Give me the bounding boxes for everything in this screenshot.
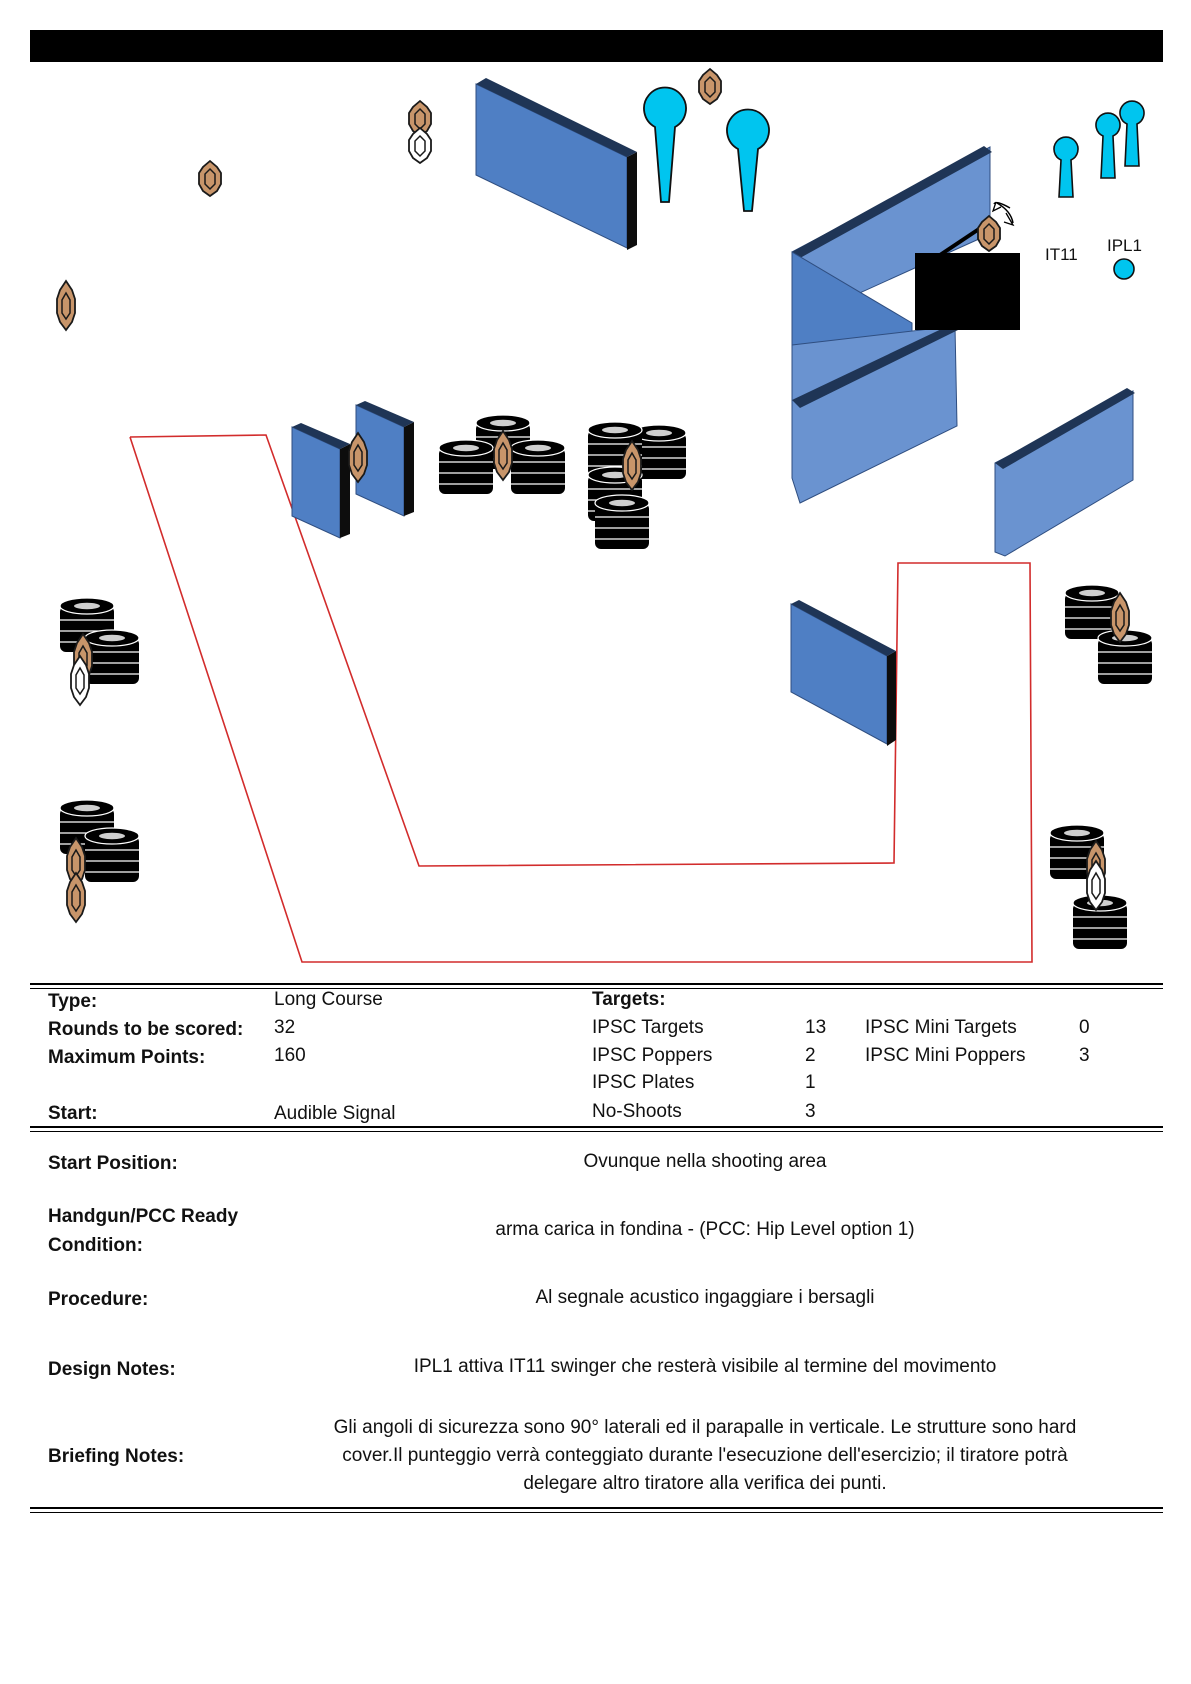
- procedure-label: Procedure:: [48, 1289, 149, 1310]
- ready-value: arma carica in fondina - (PCC: Hip Level…: [495, 1219, 915, 1240]
- ready-label-line-1: Handgun/PCC Ready: [48, 1206, 239, 1227]
- rounds-value: 32: [274, 1017, 296, 1038]
- ipsc-poppers: [643, 86, 770, 212]
- title-bar: [30, 30, 1163, 62]
- ipsc-mini-poppers: [1053, 100, 1145, 198]
- rule-mid-1: [30, 1126, 1163, 1128]
- wall-v-shape: [791, 146, 992, 504]
- mini-targets-name-1: IPSC Mini Poppers: [865, 1045, 1026, 1066]
- rule-bottom-2: [30, 1512, 1163, 1513]
- start-position-value: Ovunque nella shooting area: [583, 1151, 827, 1172]
- start-label: Start:: [48, 1103, 98, 1124]
- design-notes-value: IPL1 attiva IT11 swinger che resterà vis…: [413, 1356, 997, 1377]
- wall-small-left: [291, 423, 350, 539]
- briefing-notes-line-3: delegare altro tiratore alla verifica de…: [523, 1473, 887, 1494]
- briefing-notes-label: Briefing Notes:: [48, 1446, 185, 1467]
- procedure-value: Al segnale acustico ingaggiare i bersagl…: [535, 1287, 875, 1308]
- targets-name-3: No-Shoots: [592, 1101, 682, 1122]
- wall-bottom-center: [790, 600, 896, 746]
- label-it11: IT11: [1045, 245, 1078, 264]
- rule-bottom-1: [30, 1507, 1163, 1509]
- briefing-notes-line-2: cover.Il punteggio verrà conteggiato dur…: [342, 1445, 1068, 1466]
- targets-count-0: 13: [805, 1017, 827, 1038]
- targets-count-1: 2: [805, 1045, 816, 1066]
- shooting-area-boundary: [129, 434, 1033, 963]
- start-value: Audible Signal: [274, 1103, 396, 1124]
- wall-right: [994, 388, 1135, 557]
- barrel-stack-center-right: [587, 421, 687, 550]
- swinger-it11: [915, 201, 1020, 330]
- start-position-label: Start Position:: [48, 1153, 178, 1174]
- design-notes-label: Design Notes:: [48, 1359, 176, 1380]
- stage-diagram: IT11 IPL1: [56, 68, 1153, 963]
- mini-targets-count-0: 0: [1079, 1017, 1090, 1038]
- targets-name-2: IPSC Plates: [592, 1072, 695, 1093]
- label-ipl1: IPL1: [1107, 236, 1142, 255]
- briefing-notes-line-1: Gli angoli di sicurezza sono 90° lateral…: [333, 1417, 1077, 1438]
- type-label: Type:: [48, 991, 98, 1012]
- rounds-label: Rounds to be scored:: [48, 1019, 244, 1040]
- ready-label-line-2: Condition:: [48, 1235, 143, 1256]
- targets-count-3: 3: [805, 1101, 816, 1122]
- wall-top-center: [475, 78, 637, 250]
- barrel-stack-right-mid: [1064, 584, 1153, 685]
- ipsc-plate-ipl1: [1113, 258, 1135, 280]
- targets-label: Targets:: [592, 989, 666, 1010]
- points-value: 160: [274, 1045, 306, 1066]
- targets-name-0: IPSC Targets: [592, 1017, 704, 1038]
- targets-count-2: 1: [805, 1072, 816, 1093]
- rule-mid-2: [30, 1131, 1163, 1132]
- points-label: Maximum Points:: [48, 1047, 206, 1068]
- mini-targets-name-0: IPSC Mini Targets: [865, 1017, 1017, 1038]
- rule-top-1: [30, 983, 1163, 985]
- rule-top-2: [30, 988, 1163, 989]
- targets-name-1: IPSC Poppers: [592, 1045, 713, 1066]
- mini-targets-count-1: 3: [1079, 1045, 1090, 1066]
- type-value: Long Course: [274, 989, 383, 1010]
